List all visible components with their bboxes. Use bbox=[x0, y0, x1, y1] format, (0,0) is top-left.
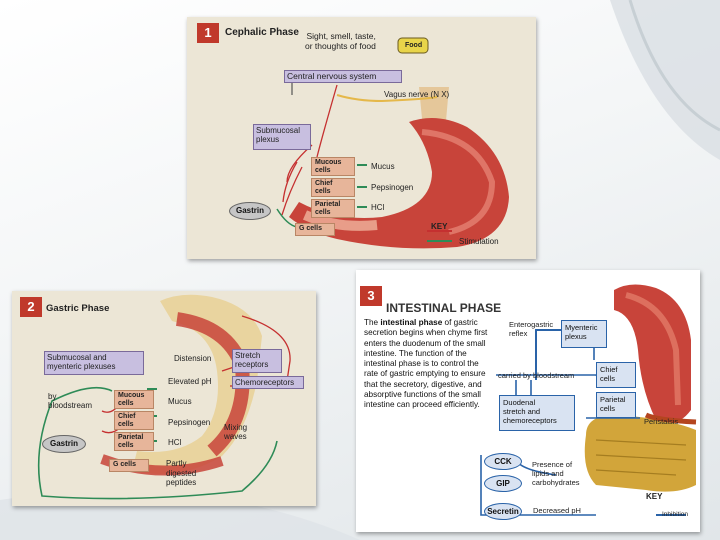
by-bloodstream-label: by bloodstream bbox=[48, 392, 93, 410]
gastrin-oval: Gastrin bbox=[42, 435, 86, 453]
parietal-cells-box: Parietal cells bbox=[114, 432, 154, 451]
cck-oval: CCK bbox=[484, 453, 522, 470]
phase-title: Gastric Phase bbox=[46, 303, 110, 314]
chief-cells-box: Chief cells bbox=[596, 362, 636, 388]
phase-number-badge: 2 bbox=[20, 297, 42, 317]
submucosal-box: Submucosal and myenteric plexuses bbox=[44, 351, 144, 375]
key-title: KEY bbox=[431, 222, 448, 231]
mixing-waves-label: Mixing waves bbox=[224, 423, 248, 441]
description-lead: The bbox=[364, 318, 381, 327]
chief-cells-box: Chief cells bbox=[311, 178, 355, 197]
intestinal-phase-description: The intestinal phase of gastric secretio… bbox=[364, 318, 490, 411]
chemoreceptors-box: Chemoreceptors bbox=[232, 376, 304, 389]
stimulus-label: Sight, smell, taste, or thoughts of food bbox=[305, 31, 376, 51]
gastrin-oval: Gastrin bbox=[229, 202, 271, 220]
decreased-ph-label: Decreased pH bbox=[533, 506, 581, 515]
submucosal-box: Submucosal plexus bbox=[253, 124, 311, 150]
stretch-receptors-box: Stretch receptors bbox=[232, 349, 282, 373]
mucous-cells-box: Mucous cells bbox=[114, 390, 154, 409]
enterogastric-label: Enterogastric reflex bbox=[509, 320, 554, 338]
vagus-label: Vagus nerve (N X) bbox=[384, 90, 450, 99]
intestinal-illustration bbox=[480, 284, 697, 516]
description-rest: of gastric secretion begins when chyme f… bbox=[364, 318, 488, 410]
phase-number-badge: 1 bbox=[197, 23, 219, 43]
phase-title: INTESTINAL PHASE bbox=[386, 301, 502, 315]
food-label: Food bbox=[405, 42, 423, 49]
elevated-ph-label: Elevated pH bbox=[168, 377, 212, 386]
cephalic-phase-panel: 1 Cephalic Phase Sight, smell, taste, or… bbox=[187, 17, 536, 259]
phase-number-badge: 3 bbox=[360, 286, 382, 306]
g-cells-box: G cells bbox=[109, 459, 149, 472]
peristalsis-label: Peristalsis bbox=[644, 417, 679, 426]
key-inhibition-label: Inhibition bbox=[662, 511, 689, 518]
myenteric-box: Myenteric plexus bbox=[561, 320, 607, 348]
pepsinogen-label: Pepsinogen bbox=[168, 418, 211, 427]
description-bold: intestinal phase bbox=[380, 318, 443, 327]
mucus-label: Mucus bbox=[168, 397, 192, 406]
hcl-label: HCl bbox=[371, 203, 385, 212]
pepsinogen-label: Pepsinogen bbox=[371, 183, 414, 192]
carried-by-bloodstream-label: carried by bloodstream bbox=[498, 371, 575, 380]
phase-title: Cephalic Phase bbox=[225, 27, 299, 38]
chief-cells-box: Chief cells bbox=[114, 411, 154, 430]
key-title: KEY bbox=[646, 492, 663, 501]
secretin-oval: Secretin bbox=[484, 503, 522, 520]
g-cells-box: G cells bbox=[295, 223, 335, 236]
cns-box: Central nervous system bbox=[284, 70, 402, 83]
gip-oval: GIP bbox=[484, 475, 522, 492]
parietal-cells-box: Parietal cells bbox=[311, 199, 355, 218]
duodenal-receptors-box: Duodenal stretch and chemoreceptors bbox=[499, 395, 575, 431]
key-stimulation-label: Stimulation bbox=[459, 237, 499, 246]
gastric-phase-panel: 2 Gastric Phase Submucosal and myenteric… bbox=[12, 291, 316, 506]
intestinal-phase-panel: 3 INTESTINAL PHASE The intestinal phase … bbox=[356, 270, 700, 532]
mucous-cells-box: Mucous cells bbox=[311, 157, 355, 176]
cephalic-stomach-illustration bbox=[245, 37, 509, 249]
hcl-label: HCl bbox=[168, 438, 182, 447]
parietal-cells-box: Parietal cells bbox=[596, 392, 636, 418]
lipids-label: Presence of lipids and carbohydrates bbox=[532, 460, 580, 487]
partly-digested-label: Partly digested peptides bbox=[166, 459, 197, 487]
mucus-label: Mucus bbox=[371, 162, 395, 171]
distension-label: Distension bbox=[174, 354, 212, 363]
